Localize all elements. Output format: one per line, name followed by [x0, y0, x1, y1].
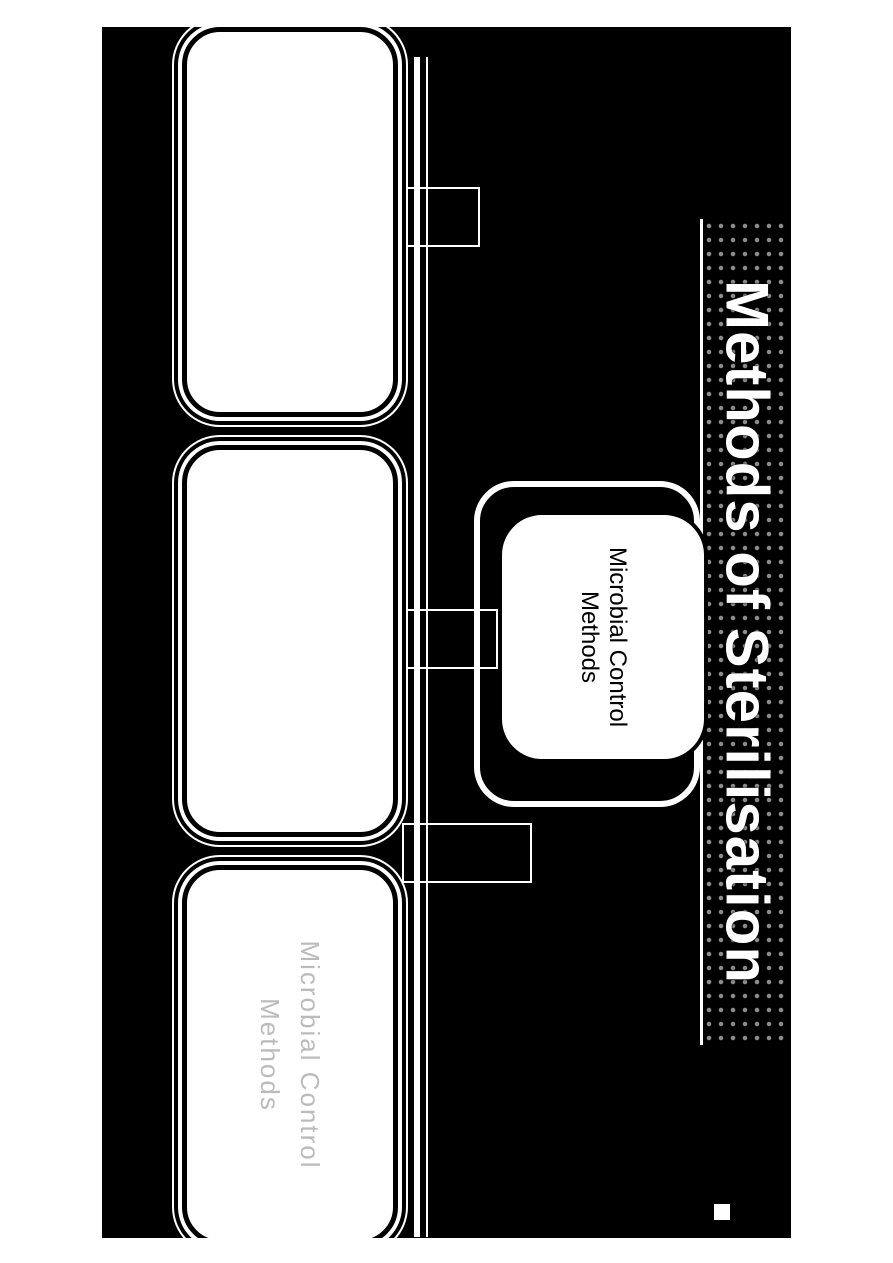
center-node[interactable]: Microbial Control Methods: [498, 511, 708, 763]
title-banner: Methods of Sterilisation: [700, 219, 790, 1045]
corner-marker: [714, 1204, 730, 1220]
slide-canvas: Methods of Sterilisation Microbial Contr…: [102, 27, 791, 1238]
connector-bottom: [402, 823, 532, 883]
child-node-3-label: Microbial Control Methods: [255, 940, 325, 1170]
child-node-3[interactable]: Microbial Control Methods: [182, 865, 398, 1238]
divider-line: [414, 57, 420, 1237]
center-node-label: Microbial Control Methods: [576, 546, 631, 728]
child-node-2[interactable]: [182, 445, 398, 837]
diagram-title: Methods of Sterilisation: [713, 279, 780, 985]
divider-line-thin: [426, 57, 428, 1237]
child-node-1[interactable]: [182, 27, 398, 417]
connector-middle: [402, 609, 498, 669]
connector-top: [402, 187, 480, 247]
